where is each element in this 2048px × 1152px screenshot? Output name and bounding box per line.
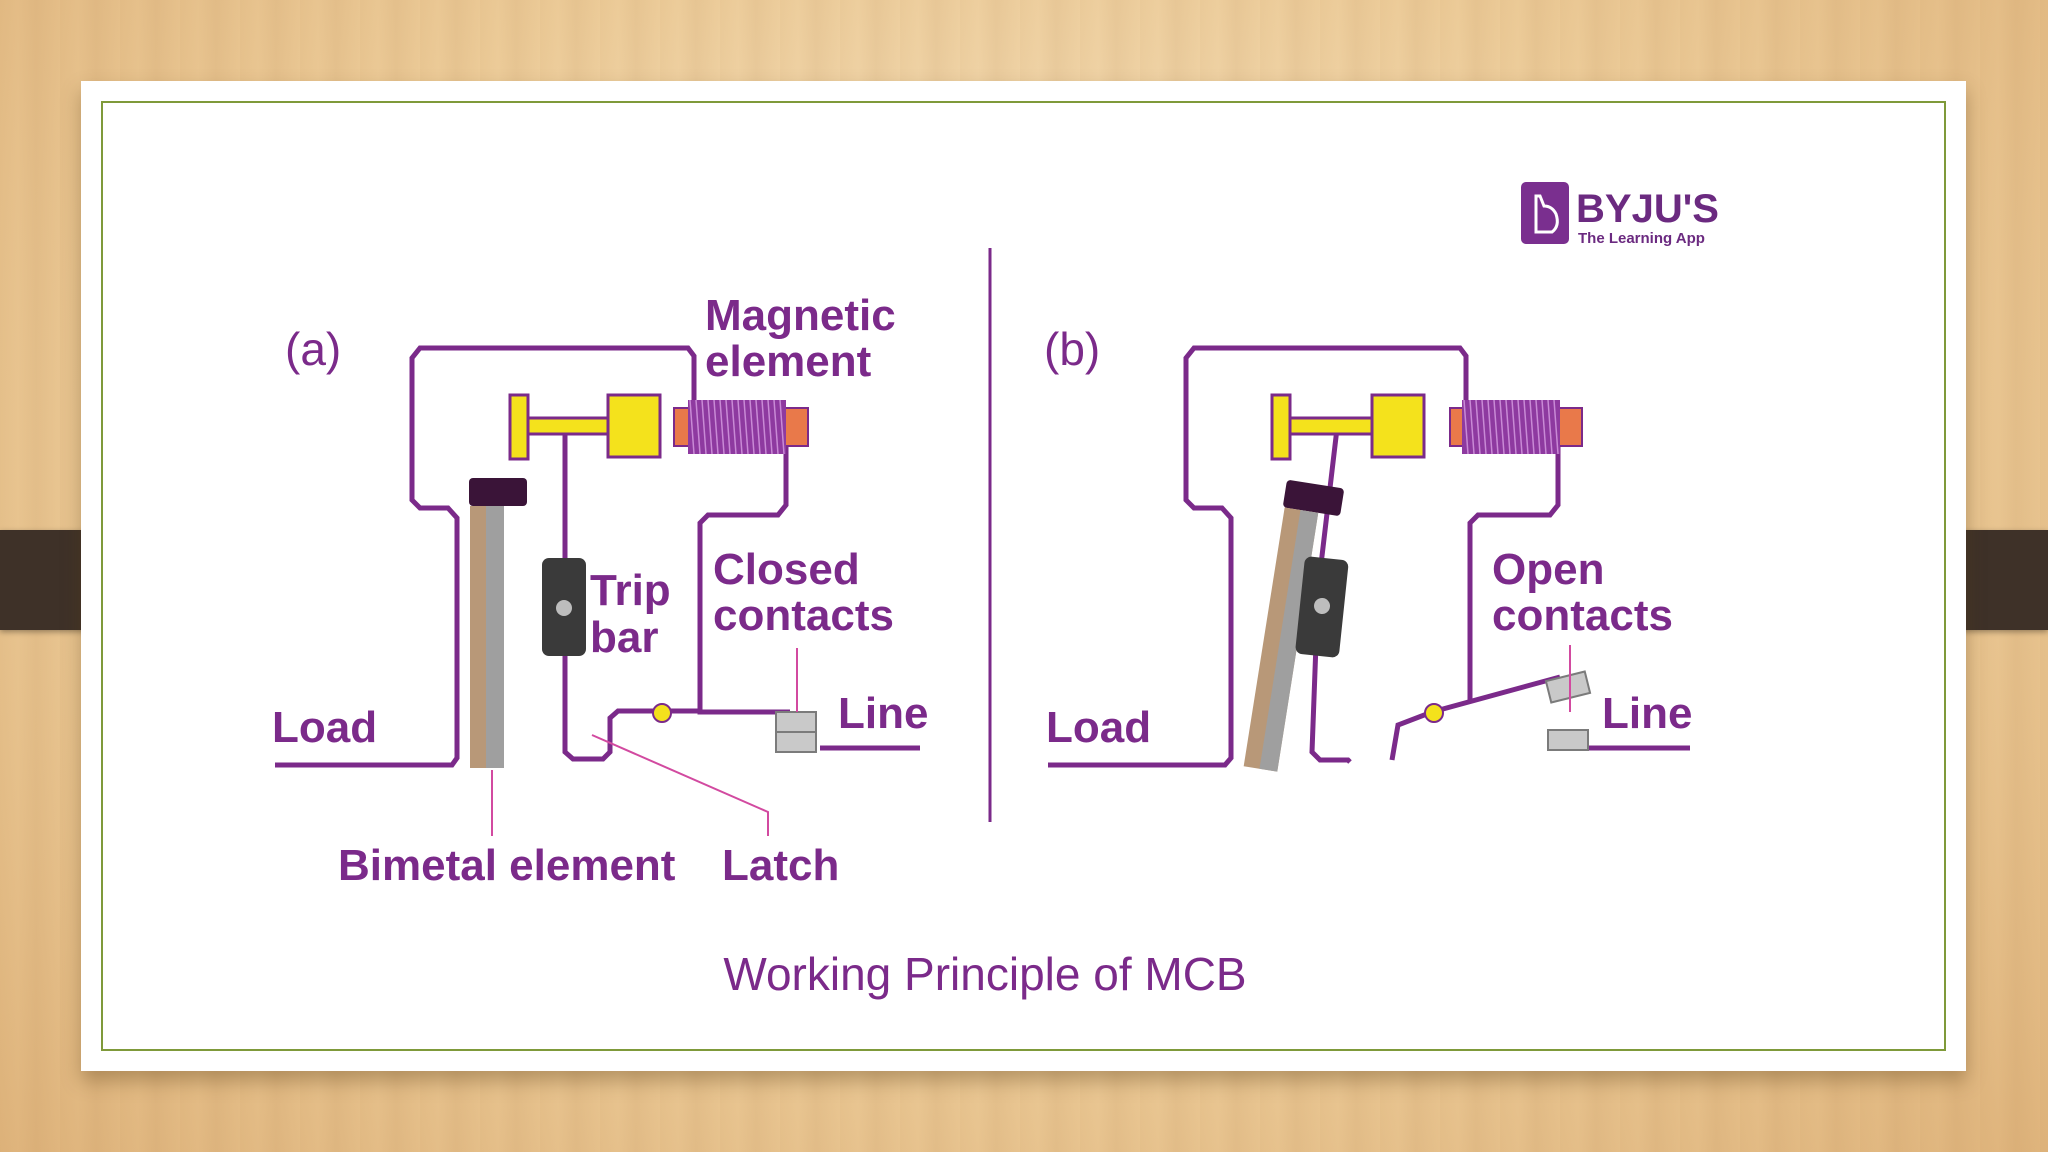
panel-a-fixed-contact [775,731,817,753]
magnetic-element-label-line2: element [705,337,872,386]
panel-b-trip-bar-pivot [1314,598,1330,614]
logo-name: BYJU'S [1576,187,1719,231]
trip-bar-label-line2: bar [590,613,658,662]
panel-b-trip-bar-group [1295,556,1349,658]
open-contacts-label-line2: contacts [1492,591,1673,640]
bimetal-element-label: Bimetal element [338,841,676,890]
panel-b-load-label: Load [1046,703,1151,752]
panel-a-plunger-rod [526,416,610,436]
panel-b-tag: (b) [1044,323,1100,375]
diagram-caption: Working Principle of MCB [723,948,1246,1000]
panel-a-moving-contact [775,711,817,733]
panel-a-bimetal-cap [469,478,527,506]
latch-pointer [591,734,769,836]
open-contacts-label-line1: Open [1492,545,1604,594]
byjus-b-glyph-icon [1534,194,1559,234]
latch-label: Latch [722,841,839,890]
trip-bar-label-line1: Trip [590,566,671,615]
closed-contacts-label-line2: contacts [713,591,894,640]
panel-a: (a) Magnetic element [272,291,928,890]
panel-b-fixed-contact [1547,729,1589,751]
panel-a-plunger-head [508,393,530,461]
panel-b-plunger-rod [1288,416,1374,436]
panel-a-load-label: Load [272,703,377,752]
panel-b-hinge [1424,703,1444,723]
panel-a-tag: (a) [285,323,341,375]
magnetic-element-label-line1: Magnetic [705,291,896,340]
panel-a-plunger-block [606,393,662,459]
panel-a-coil-windings [688,399,786,455]
panel-b-plunger-block [1370,393,1426,459]
panel-a-line-label: Line [838,689,928,738]
panel-a-latch-wire [562,420,700,762]
panel-b: (b) [1044,323,1692,772]
panel-b-coil-windings [1462,399,1560,455]
panel-a-bimetal-strip-b [486,506,504,768]
panel-b-open-arm [1389,674,1561,761]
panel-b-plunger-head [1270,393,1292,461]
slide-frame [101,101,1946,1051]
byjus-logo: BYJU'S The Learning App [1521,182,1719,247]
byjus-logo-icon [1521,182,1569,244]
panel-a-hinge [652,703,672,723]
panel-b-bimetal-cap [1283,480,1344,516]
panel-a-trip-bar-pivot [556,600,572,616]
panel-b-line-label: Line [1602,689,1692,738]
logo-tagline: The Learning App [1578,230,1705,247]
closed-contacts-label-line1: Closed [713,545,860,594]
